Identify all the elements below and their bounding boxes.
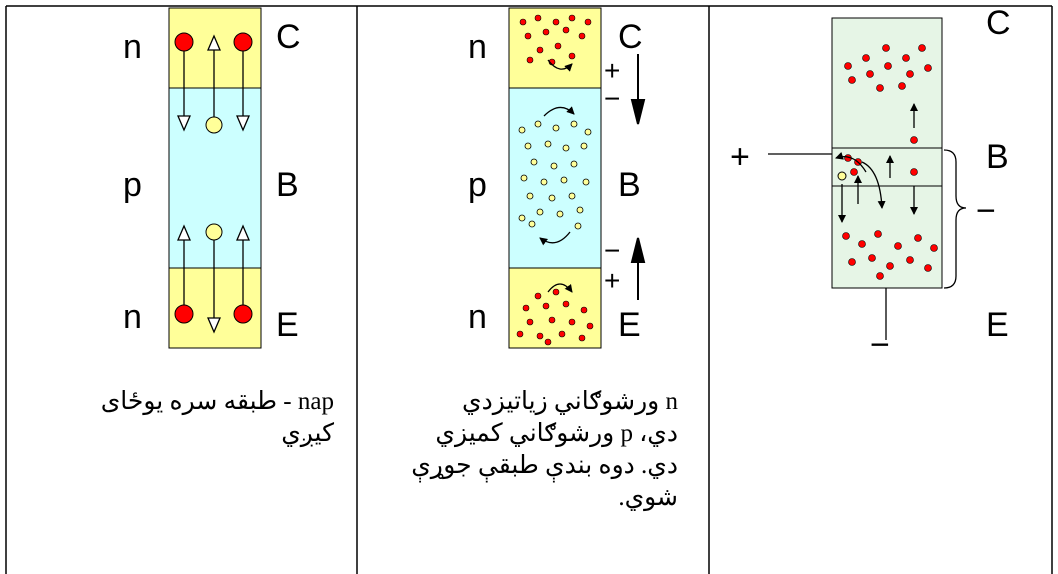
electron-dot — [233, 304, 253, 324]
field-arrow-up — [630, 237, 646, 300]
panel-3-biased-npn: + − − C B E — [730, 4, 1011, 364]
plus-base-sign: + — [730, 138, 750, 176]
n-bottom-label: n — [468, 298, 487, 336]
collector-label: C — [986, 4, 1011, 42]
plus-bottom-sign: + — [604, 265, 620, 296]
n-top-label: n — [468, 28, 487, 66]
collector-label: C — [618, 18, 643, 56]
p-label: p — [468, 166, 487, 204]
p-label: p — [123, 166, 142, 204]
hole-dot — [205, 116, 223, 134]
base-brace — [943, 149, 967, 289]
hole-dot — [205, 223, 223, 241]
base-label: B — [618, 166, 641, 204]
base-label: B — [986, 138, 1009, 176]
emitter-label: E — [986, 306, 1009, 344]
minus-bottom-sign: − — [604, 235, 620, 266]
electron-dot — [174, 32, 194, 52]
base-region — [168, 87, 262, 269]
base-region — [831, 147, 943, 187]
panel-1-caption: nap - طبقه سره يوځای کيږي — [100, 388, 334, 447]
electron-dot — [233, 32, 253, 52]
emitter-region — [831, 185, 943, 289]
n-top-label: n — [123, 28, 142, 66]
minus-emitter-sign: − — [870, 326, 890, 364]
panel-2-caption: n ورشوګاني زياتيزدي دي، p ورشوګاني کميزي… — [411, 388, 678, 511]
collector-region — [831, 17, 943, 149]
n-bottom-label: n — [123, 298, 142, 336]
electron-dot — [174, 304, 194, 324]
emitter-label: E — [276, 306, 299, 344]
hole-dot — [837, 171, 847, 181]
table-grid — [5, 5, 1053, 574]
panel-1-npn: n p n C B E — [123, 7, 301, 349]
plus-top-sign: + — [604, 55, 620, 86]
minus-top-sign: − — [604, 83, 620, 114]
minus-base-sign: − — [976, 192, 996, 230]
base-label: B — [276, 166, 299, 204]
panel-2-npn: + − − + n p n C B E — [468, 7, 646, 349]
field-arrow-down — [630, 54, 646, 125]
collector-label: C — [276, 18, 301, 56]
emitter-label: E — [618, 306, 641, 344]
